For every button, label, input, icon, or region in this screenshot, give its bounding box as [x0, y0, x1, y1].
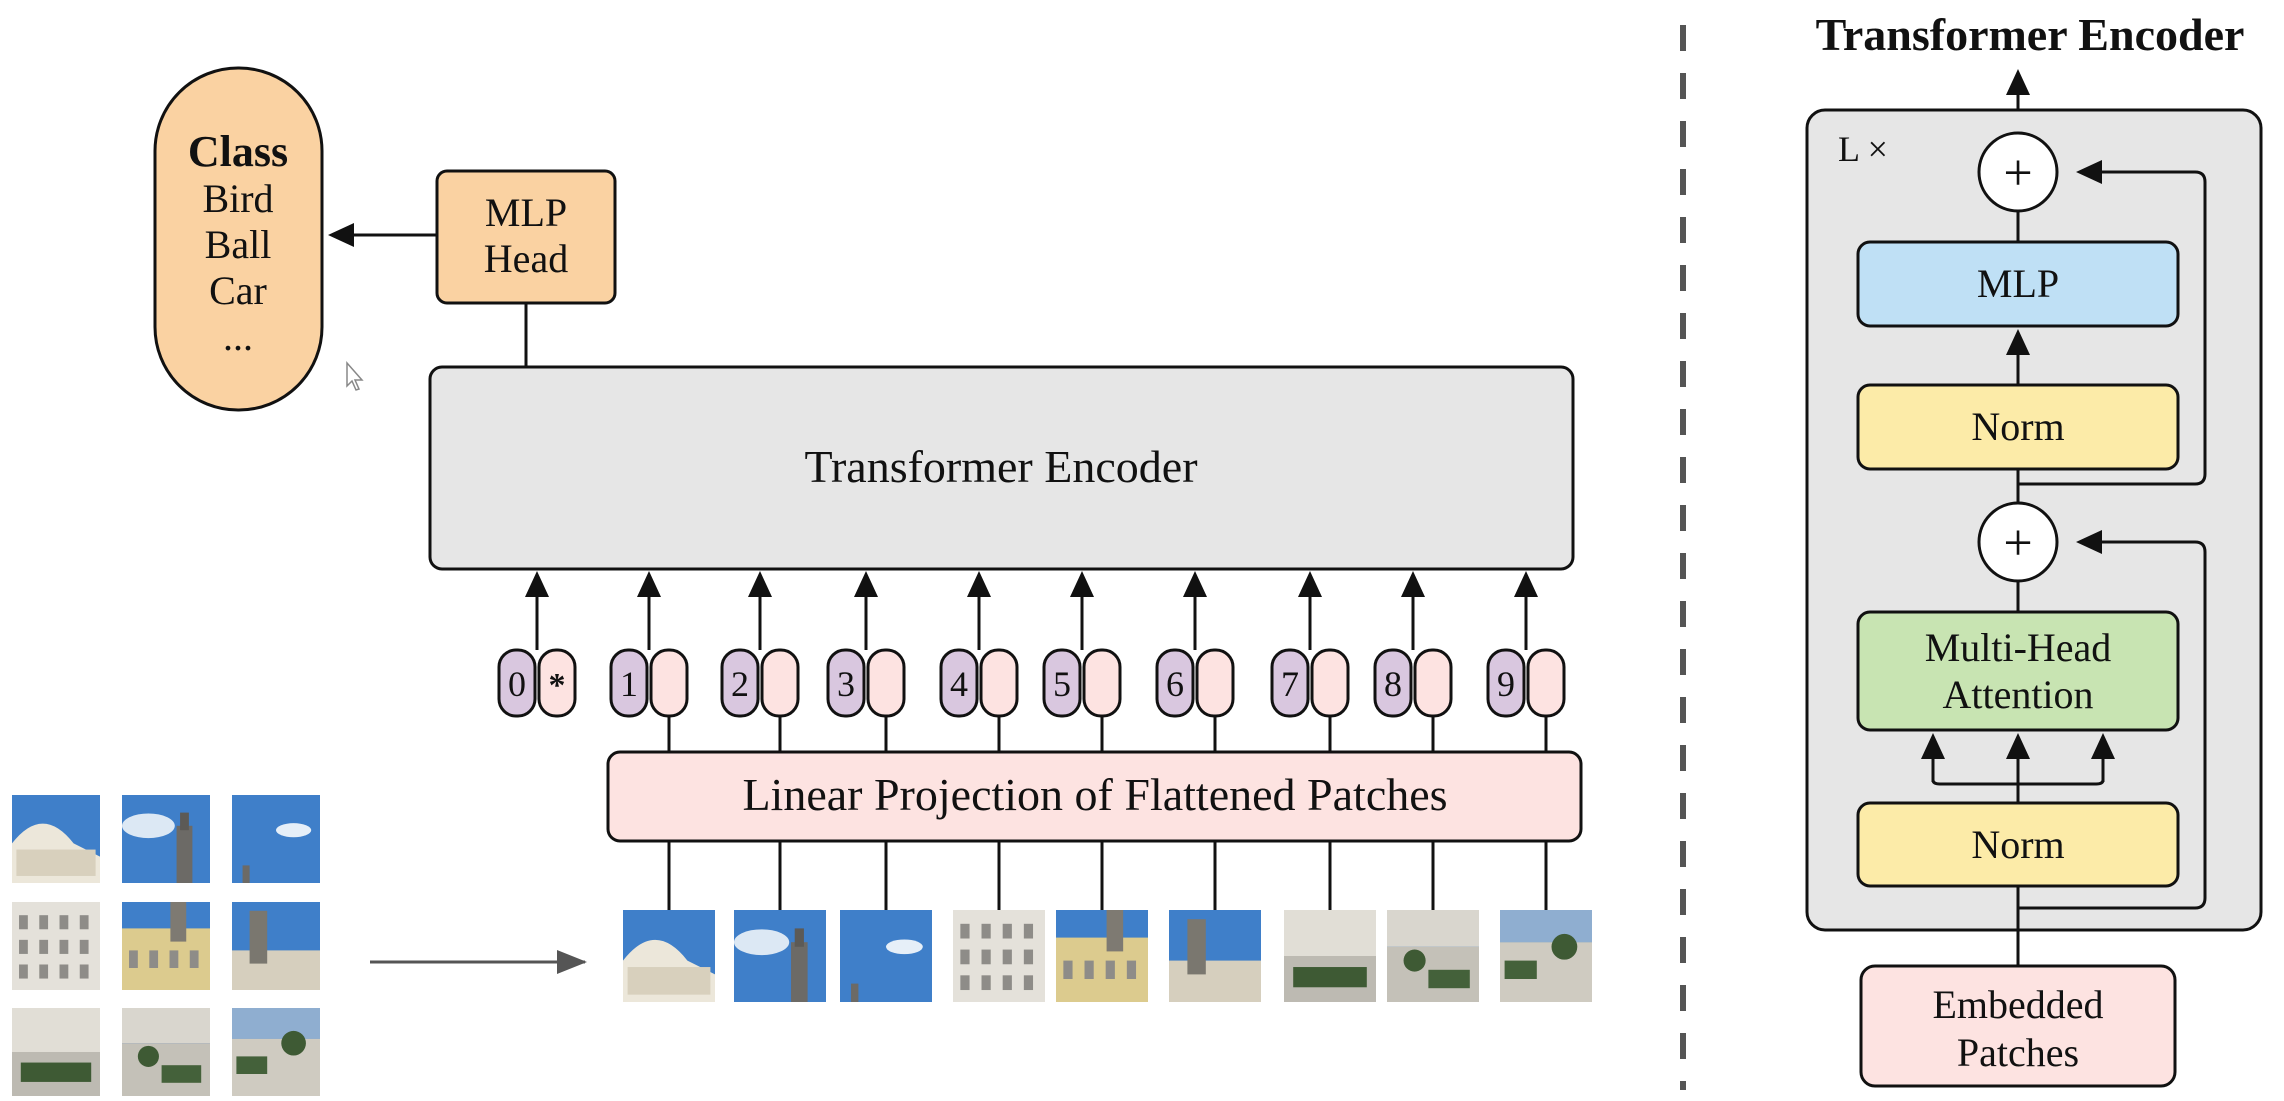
image-patch [1169, 910, 1261, 1002]
position-index: 9 [1497, 664, 1515, 704]
image-patch [953, 910, 1045, 1002]
patch-embedding-token [1310, 648, 1350, 718]
patch-embedding-token [1082, 648, 1122, 718]
position-embedding-token [1042, 648, 1082, 718]
image-patch-grid [12, 795, 320, 1096]
position-index: 5 [1053, 664, 1071, 704]
position-index: 2 [731, 664, 749, 704]
linear-projection-box: Linear Projection of Flattened Patches [606, 750, 1583, 843]
mlp-head-line1: MLP [485, 190, 567, 235]
token-pair: 5 [1042, 571, 1122, 752]
multi-head-attention-box: Multi-Head Attention [1856, 610, 2180, 732]
grid-patch [121, 795, 210, 883]
image-patch [734, 910, 826, 1002]
linear-projection-label: Linear Projection of Flattened Patches [742, 769, 1447, 820]
patch-embedding-token [760, 648, 800, 718]
cls-token-marker: * [549, 667, 566, 704]
grid-patch [12, 1008, 100, 1096]
image-patch [1387, 910, 1479, 1002]
position-embedding-token [1155, 648, 1195, 718]
transformer-encoder-box: Transformer Encoder [428, 365, 1575, 571]
patch-row [623, 841, 1592, 1002]
position-index: 0 [508, 664, 526, 704]
position-embedding-token [497, 648, 537, 718]
grid-patch [122, 902, 210, 990]
norm-top-label: Norm [1971, 404, 2064, 449]
patch-embedding-token [1195, 648, 1235, 718]
right-panel-title: Transformer Encoder [1816, 9, 2245, 60]
image-patch [623, 910, 715, 1002]
plus-symbol-1: + [2003, 515, 2032, 572]
position-index: 3 [837, 664, 855, 704]
mha-line1: Multi-Head [1925, 625, 2112, 670]
position-embedding-token [1486, 648, 1526, 718]
patch-embedding-token [979, 648, 1019, 718]
residual-path-1 [2018, 530, 2207, 910]
token-pair: 1 [609, 571, 689, 752]
patch-embedding-token [1526, 648, 1566, 718]
grid-patch [232, 795, 320, 883]
mlp-head-line2: Head [484, 236, 568, 281]
class-title: Class [188, 127, 288, 176]
grid-patch [122, 1008, 210, 1096]
token-pair: 8 [1373, 571, 1453, 752]
token-pair: 3 [826, 571, 906, 752]
transformer-encoder-label: Transformer Encoder [804, 441, 1197, 492]
mlp-box: MLP [1856, 240, 2180, 328]
embedded-line2: Patches [1957, 1030, 2079, 1075]
token-pair: 7 [1270, 571, 1350, 752]
norm-bottom-label: Norm [1971, 822, 2064, 867]
image-patch [1056, 910, 1148, 1002]
embedded-patches-box: Embedded Patches [1859, 964, 2177, 1088]
grid-patch [12, 902, 100, 990]
residual-path-2 [2018, 160, 2207, 486]
plus-circle-icon: + [1977, 501, 2059, 583]
class-item-bird: Bird [202, 176, 273, 221]
class-item-car: Car [209, 268, 267, 313]
mlp-label: MLP [1977, 261, 2059, 306]
class-item-ellipsis: ... [223, 314, 253, 359]
position-index: 1 [620, 664, 638, 704]
class-output-box: Class Bird Ball Car ... [153, 66, 324, 412]
repeat-label: L × [1838, 129, 1888, 169]
position-index: 6 [1166, 664, 1184, 704]
patch-embedding-token [649, 648, 689, 718]
token-pair: 4 [939, 571, 1019, 752]
position-embedding-token [1373, 648, 1413, 718]
token-pair: 6 [1155, 571, 1235, 752]
grid-patch [232, 902, 320, 990]
image-patch [1284, 910, 1376, 1002]
mha-line2: Attention [1942, 672, 2093, 717]
patch-embedding-token [866, 648, 906, 718]
embedded-line1: Embedded [1932, 982, 2103, 1027]
position-embedding-token [939, 648, 979, 718]
position-index: 8 [1384, 664, 1402, 704]
position-embedding-token [1270, 648, 1310, 718]
plus-symbol-2: + [2003, 145, 2032, 202]
cursor-icon [346, 361, 364, 391]
patch-embedding-token [537, 648, 577, 718]
norm-bottom-box: Norm [1856, 801, 2180, 888]
image-patch [840, 910, 932, 1002]
class-item-ball: Ball [205, 222, 272, 267]
grid-patch [232, 1008, 320, 1096]
position-embedding-token [720, 648, 760, 718]
position-index: 7 [1281, 664, 1299, 704]
image-patch [1500, 910, 1592, 1002]
grid-patch [12, 795, 100, 883]
plus-circle-icon: + [1977, 131, 2059, 213]
mlp-head-box: MLP Head [435, 169, 617, 305]
token-pair: 9 [1486, 571, 1566, 752]
patch-embedding-token [1413, 648, 1453, 718]
token-pair: 2 [720, 571, 800, 752]
position-embedding-token [609, 648, 649, 718]
norm-top-box: Norm [1856, 383, 2180, 471]
position-embedding-token [826, 648, 866, 718]
position-index: 4 [950, 664, 968, 704]
token-pair: 0* [497, 571, 577, 718]
